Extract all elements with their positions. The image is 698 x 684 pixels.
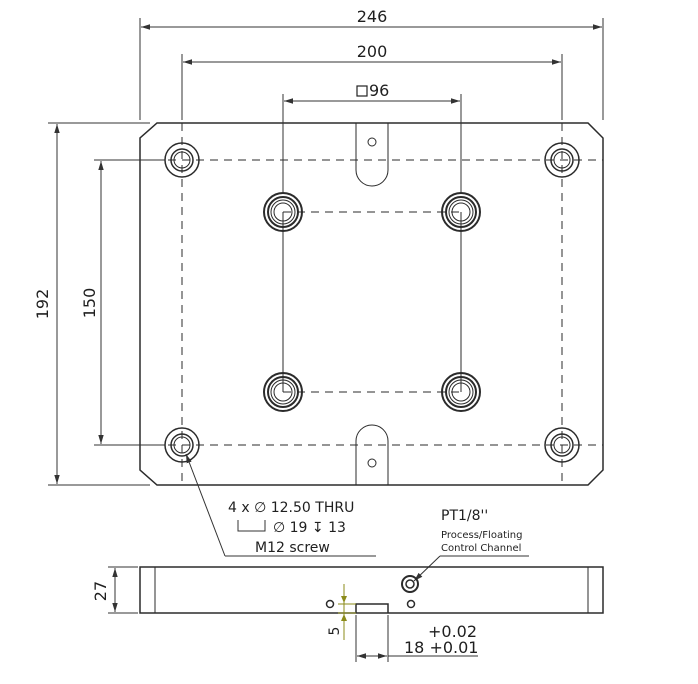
dim-overall-width: 246 bbox=[139, 7, 604, 120]
top-slot-hole bbox=[367, 137, 377, 147]
dim-bolt-spacing-x: 200 bbox=[181, 42, 563, 120]
threaded-hole-br bbox=[441, 372, 481, 412]
dim-slot-width: +0.02 18 +0.01 bbox=[355, 615, 478, 662]
hole-callout: 4 x ∅ 12.50 THRU ∅ 19 ↧ 13 M12 screw bbox=[185, 453, 376, 557]
top-view: 246 200 96 192 150 bbox=[33, 7, 604, 582]
port-desc-line2: Control Channel bbox=[441, 543, 521, 554]
bottom-slot bbox=[355, 424, 389, 485]
hole-spec-line2: ∅ 19 ↧ 13 bbox=[273, 520, 346, 536]
side-outline bbox=[139, 566, 604, 614]
threaded-hole-tr bbox=[441, 192, 481, 232]
dim-18-tol-upper: +0.02 bbox=[428, 622, 477, 641]
corner-hole-tr bbox=[544, 142, 580, 178]
dim-246-label: 246 bbox=[357, 7, 388, 26]
threaded-hole-bl bbox=[263, 372, 303, 412]
port-desc-line1: Process/Floating bbox=[441, 530, 522, 541]
hole-spec-line1: 4 x ∅ 12.50 THRU bbox=[228, 500, 354, 516]
dim-5-label: 5 bbox=[327, 627, 343, 636]
top-slot bbox=[355, 123, 389, 187]
dim-overall-height: 192 bbox=[33, 122, 150, 486]
counterbore-icon bbox=[237, 520, 266, 532]
side-slot bbox=[355, 603, 389, 613]
port-callout: PT1/8'' Process/Floating Control Channel bbox=[413, 508, 529, 582]
dim-18-label: 18 +0.01 bbox=[404, 638, 478, 657]
side-port-icon bbox=[401, 575, 419, 593]
dim-square-pattern: 96 bbox=[282, 81, 462, 192]
side-small-hole-left bbox=[325, 599, 335, 609]
dim-bolt-spacing-y: 150 bbox=[80, 159, 165, 446]
dim-192-label: 192 bbox=[33, 289, 52, 320]
dim-200-label: 200 bbox=[357, 42, 388, 61]
screw-label: M12 screw bbox=[255, 540, 330, 556]
port-title: PT1/8'' bbox=[441, 508, 488, 524]
plate-outline bbox=[139, 122, 604, 486]
dim-96-label: 96 bbox=[369, 81, 389, 100]
bottom-slot-hole bbox=[367, 458, 377, 468]
dim-thickness: 27 bbox=[91, 566, 138, 614]
square-symbol-icon bbox=[356, 85, 368, 97]
dim-slot-depth: 5 bbox=[327, 584, 356, 640]
dim-27-label: 27 bbox=[91, 581, 110, 601]
side-small-hole-right bbox=[406, 599, 416, 609]
side-view: 27 5 +0.02 18 +0.01 bbox=[91, 566, 604, 662]
threaded-hole-tl bbox=[263, 192, 303, 232]
dim-150-label: 150 bbox=[80, 288, 99, 319]
corner-hole-br bbox=[544, 427, 580, 463]
